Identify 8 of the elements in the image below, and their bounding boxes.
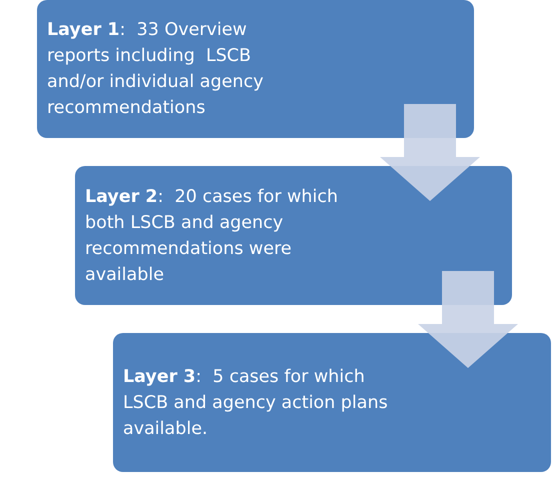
process-box xyxy=(37,0,474,138)
process-box xyxy=(75,166,512,305)
process-box xyxy=(113,333,551,472)
block-arrow xyxy=(380,104,480,201)
block-arrow xyxy=(418,271,518,368)
step-description: Layer 2: 20 cases for which both LSCB and agency recommendations were available xyxy=(85,186,339,286)
step-description: Layer 1: 33 Overview reports including LSCB and/or individual agency recommendations xyxy=(47,19,264,120)
step-description: Layer 3: 5 cases for which LSCB and agency action plans available. xyxy=(123,366,389,440)
